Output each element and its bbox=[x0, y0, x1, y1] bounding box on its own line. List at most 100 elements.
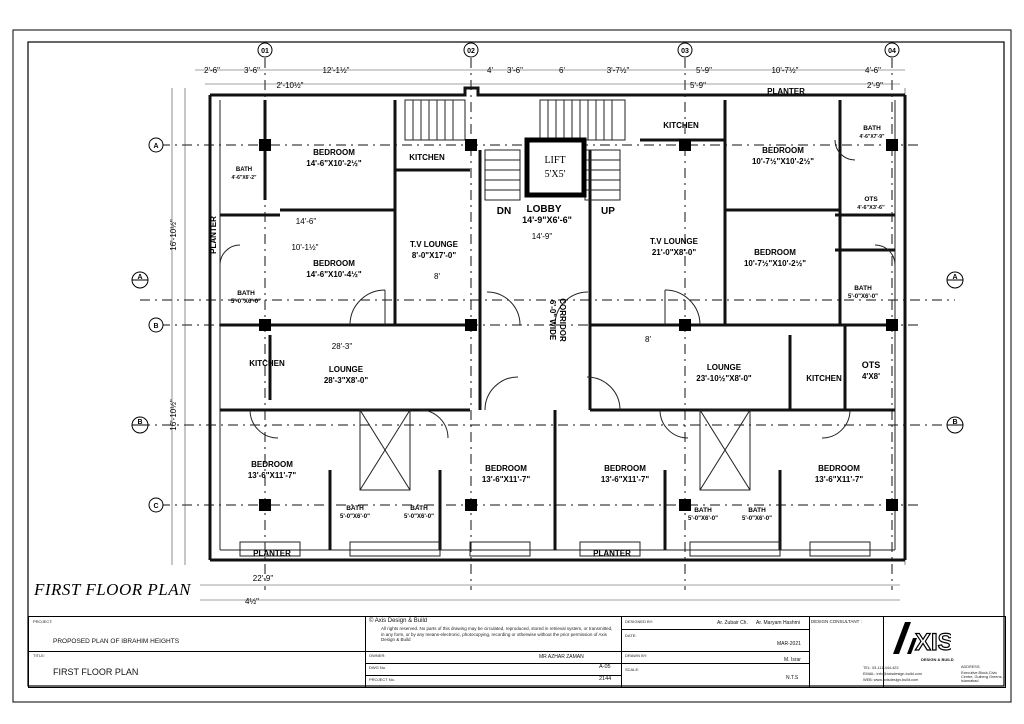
room-ots-2: OTS bbox=[862, 360, 881, 370]
svg-text:01: 01 bbox=[261, 48, 269, 55]
room-kitchen-2: KITCHEN bbox=[663, 121, 699, 130]
svg-text:5'-9": 5'-9" bbox=[690, 81, 706, 90]
svg-text:13'-6"X11'-7": 13'-6"X11'-7" bbox=[601, 475, 650, 484]
dwg-no-label: DWG No. bbox=[369, 665, 387, 670]
svg-text:4'-6"X3'-6": 4'-6"X3'-6" bbox=[857, 205, 885, 211]
date-label: DATE: bbox=[625, 633, 637, 638]
svg-text:4½": 4½" bbox=[245, 597, 259, 606]
svg-text:3'-6": 3'-6" bbox=[507, 66, 523, 75]
svg-text:4'X8': 4'X8' bbox=[862, 372, 880, 381]
title-value: FIRST FLOOR PLAN bbox=[53, 667, 139, 677]
room-bath-4: BATH bbox=[854, 285, 872, 292]
svg-text:4'-6"X7'-9": 4'-6"X7'-9" bbox=[860, 134, 886, 140]
bath-shafts bbox=[359, 409, 751, 491]
designed-by-label: DESIGNED BY: bbox=[625, 619, 654, 624]
svg-text:B: B bbox=[137, 419, 142, 426]
svg-text:C: C bbox=[153, 503, 158, 510]
svg-text:02: 02 bbox=[467, 48, 475, 55]
svg-text:A: A bbox=[952, 274, 957, 281]
svg-text:28'-3": 28'-3" bbox=[332, 342, 353, 351]
contact-web: WEB: www.axisdesign-build.com bbox=[863, 678, 919, 682]
lift-shaft bbox=[524, 137, 587, 198]
designer-1: Ar. Zubair Ch. bbox=[717, 620, 748, 626]
room-labels: BEDROOM 14'-6"X10'-2½" BATH 4'-6"X6'-2" … bbox=[209, 87, 885, 558]
stair-dn-label: DN bbox=[497, 206, 511, 217]
bottom-windows bbox=[239, 541, 871, 557]
svg-text:5'-9": 5'-9" bbox=[696, 66, 712, 75]
svg-text:2'-9": 2'-9" bbox=[867, 81, 883, 90]
svg-text:12'-1½": 12'-1½" bbox=[322, 66, 349, 75]
room-bedroom-5: BEDROOM bbox=[251, 460, 293, 469]
title-label: TITLE: bbox=[33, 653, 46, 658]
planter-label-1: PLANTER bbox=[253, 549, 291, 558]
room-lobby: LOBBY bbox=[527, 204, 562, 215]
address-label: ADDRESS: bbox=[961, 665, 981, 669]
room-ots-1: OTS bbox=[864, 196, 878, 203]
room-tv-lounge-2: T.V LOUNGE bbox=[650, 237, 699, 246]
svg-text:04: 04 bbox=[888, 48, 896, 55]
svg-text:21'-0"X8'-0": 21'-0"X8'-0" bbox=[652, 248, 697, 257]
section-marker-b-left: B bbox=[131, 416, 149, 434]
stair-left bbox=[404, 99, 466, 141]
owner-label: OWNER: bbox=[369, 653, 386, 658]
svg-text:2'-10½": 2'-10½" bbox=[276, 81, 303, 90]
room-bath-3: BATH bbox=[863, 125, 881, 132]
planter-label-3: PLANTER bbox=[767, 87, 805, 96]
svg-text:13'-6"X11'-7": 13'-6"X11'-7" bbox=[482, 475, 531, 484]
svg-text:10'-7½": 10'-7½" bbox=[771, 66, 798, 75]
svg-text:5'-0"X6'-0": 5'-0"X6'-0" bbox=[848, 294, 878, 300]
room-bedroom-8: BEDROOM bbox=[818, 464, 860, 473]
date-value: MAR-2021 bbox=[777, 641, 801, 647]
svg-text:14'-6"X10'-4½": 14'-6"X10'-4½" bbox=[306, 270, 362, 279]
scale-value: N.T.S bbox=[786, 675, 799, 681]
svg-text:4': 4' bbox=[487, 66, 493, 75]
svg-text:B: B bbox=[952, 419, 957, 426]
svg-text:4'-6": 4'-6" bbox=[865, 66, 881, 75]
contact-tel: TEL: 03-111-444-423 bbox=[863, 666, 899, 670]
stair-right bbox=[539, 99, 626, 141]
room-bath-2: BATH bbox=[237, 290, 255, 297]
drawn-by-value: M. Israr bbox=[784, 657, 801, 663]
project-no-value: 2144 bbox=[599, 676, 612, 682]
room-lift: LIFT bbox=[544, 155, 565, 166]
room-bath-5: BATH bbox=[346, 505, 364, 512]
designer-2: Ar. Maryam Hashmi bbox=[756, 620, 800, 626]
svg-text:8': 8' bbox=[434, 272, 440, 281]
room-lounge-1: LOUNGE bbox=[329, 365, 364, 374]
structural-columns bbox=[259, 139, 898, 511]
svg-text:XIS: XIS bbox=[915, 629, 951, 656]
svg-text:22'-9": 22'-9" bbox=[253, 574, 274, 583]
svg-text:3'-6": 3'-6" bbox=[244, 66, 260, 75]
drawn-by-label: DRAWN BY: bbox=[625, 653, 648, 658]
room-bath-1: BATH bbox=[236, 167, 252, 173]
door-swings bbox=[219, 139, 896, 439]
svg-text:8': 8' bbox=[645, 335, 651, 344]
room-kitchen-3: KITCHEN bbox=[249, 359, 285, 368]
owner-value: MR AZHAR ZAMAN bbox=[539, 654, 584, 660]
dimension-labels: 2'-6" 3'-6" 12'-1½" 4' 3'-6" 6' 3'-7½" 5… bbox=[169, 66, 883, 606]
svg-text:8'-0"X17'-0": 8'-0"X17'-0" bbox=[412, 251, 457, 260]
svg-text:14'-6"X10'-2½": 14'-6"X10'-2½" bbox=[306, 159, 362, 168]
room-bedroom-6: BEDROOM bbox=[485, 464, 527, 473]
project-no-label: PROJECT No. bbox=[369, 677, 395, 682]
project-value: PROPOSED PLAN OF IBRAHIM HEIGHTS bbox=[53, 638, 180, 645]
svg-text:03: 03 bbox=[681, 48, 689, 55]
sheet-outer-border bbox=[12, 29, 1012, 703]
project-label: PROJECT: bbox=[33, 619, 53, 624]
room-kitchen-4: KITCHEN bbox=[806, 374, 842, 383]
sheet-inner-border bbox=[27, 41, 1005, 687]
grid-bubble-c: C bbox=[148, 497, 164, 513]
svg-text:16'-10½": 16'-10½" bbox=[169, 399, 178, 431]
svg-text:13'-6"X11'-7": 13'-6"X11'-7" bbox=[248, 471, 297, 480]
stair-up-label: UP bbox=[601, 206, 615, 217]
svg-text:10'-7½"X10'-2½": 10'-7½"X10'-2½" bbox=[744, 259, 806, 268]
planter-label-4: PLANTER bbox=[209, 216, 218, 254]
grid-bubble-01: 01 bbox=[257, 42, 273, 58]
svg-text:6': 6' bbox=[559, 66, 565, 75]
room-bedroom-2: BEDROOM bbox=[313, 259, 355, 268]
svg-text:10'-7½"X10'-2½": 10'-7½"X10'-2½" bbox=[752, 157, 814, 166]
grid-bubble-03: 03 bbox=[677, 42, 693, 58]
svg-text:5'-0"X6'-0": 5'-0"X6'-0" bbox=[404, 514, 434, 520]
room-bath-8: BATH bbox=[748, 507, 766, 514]
